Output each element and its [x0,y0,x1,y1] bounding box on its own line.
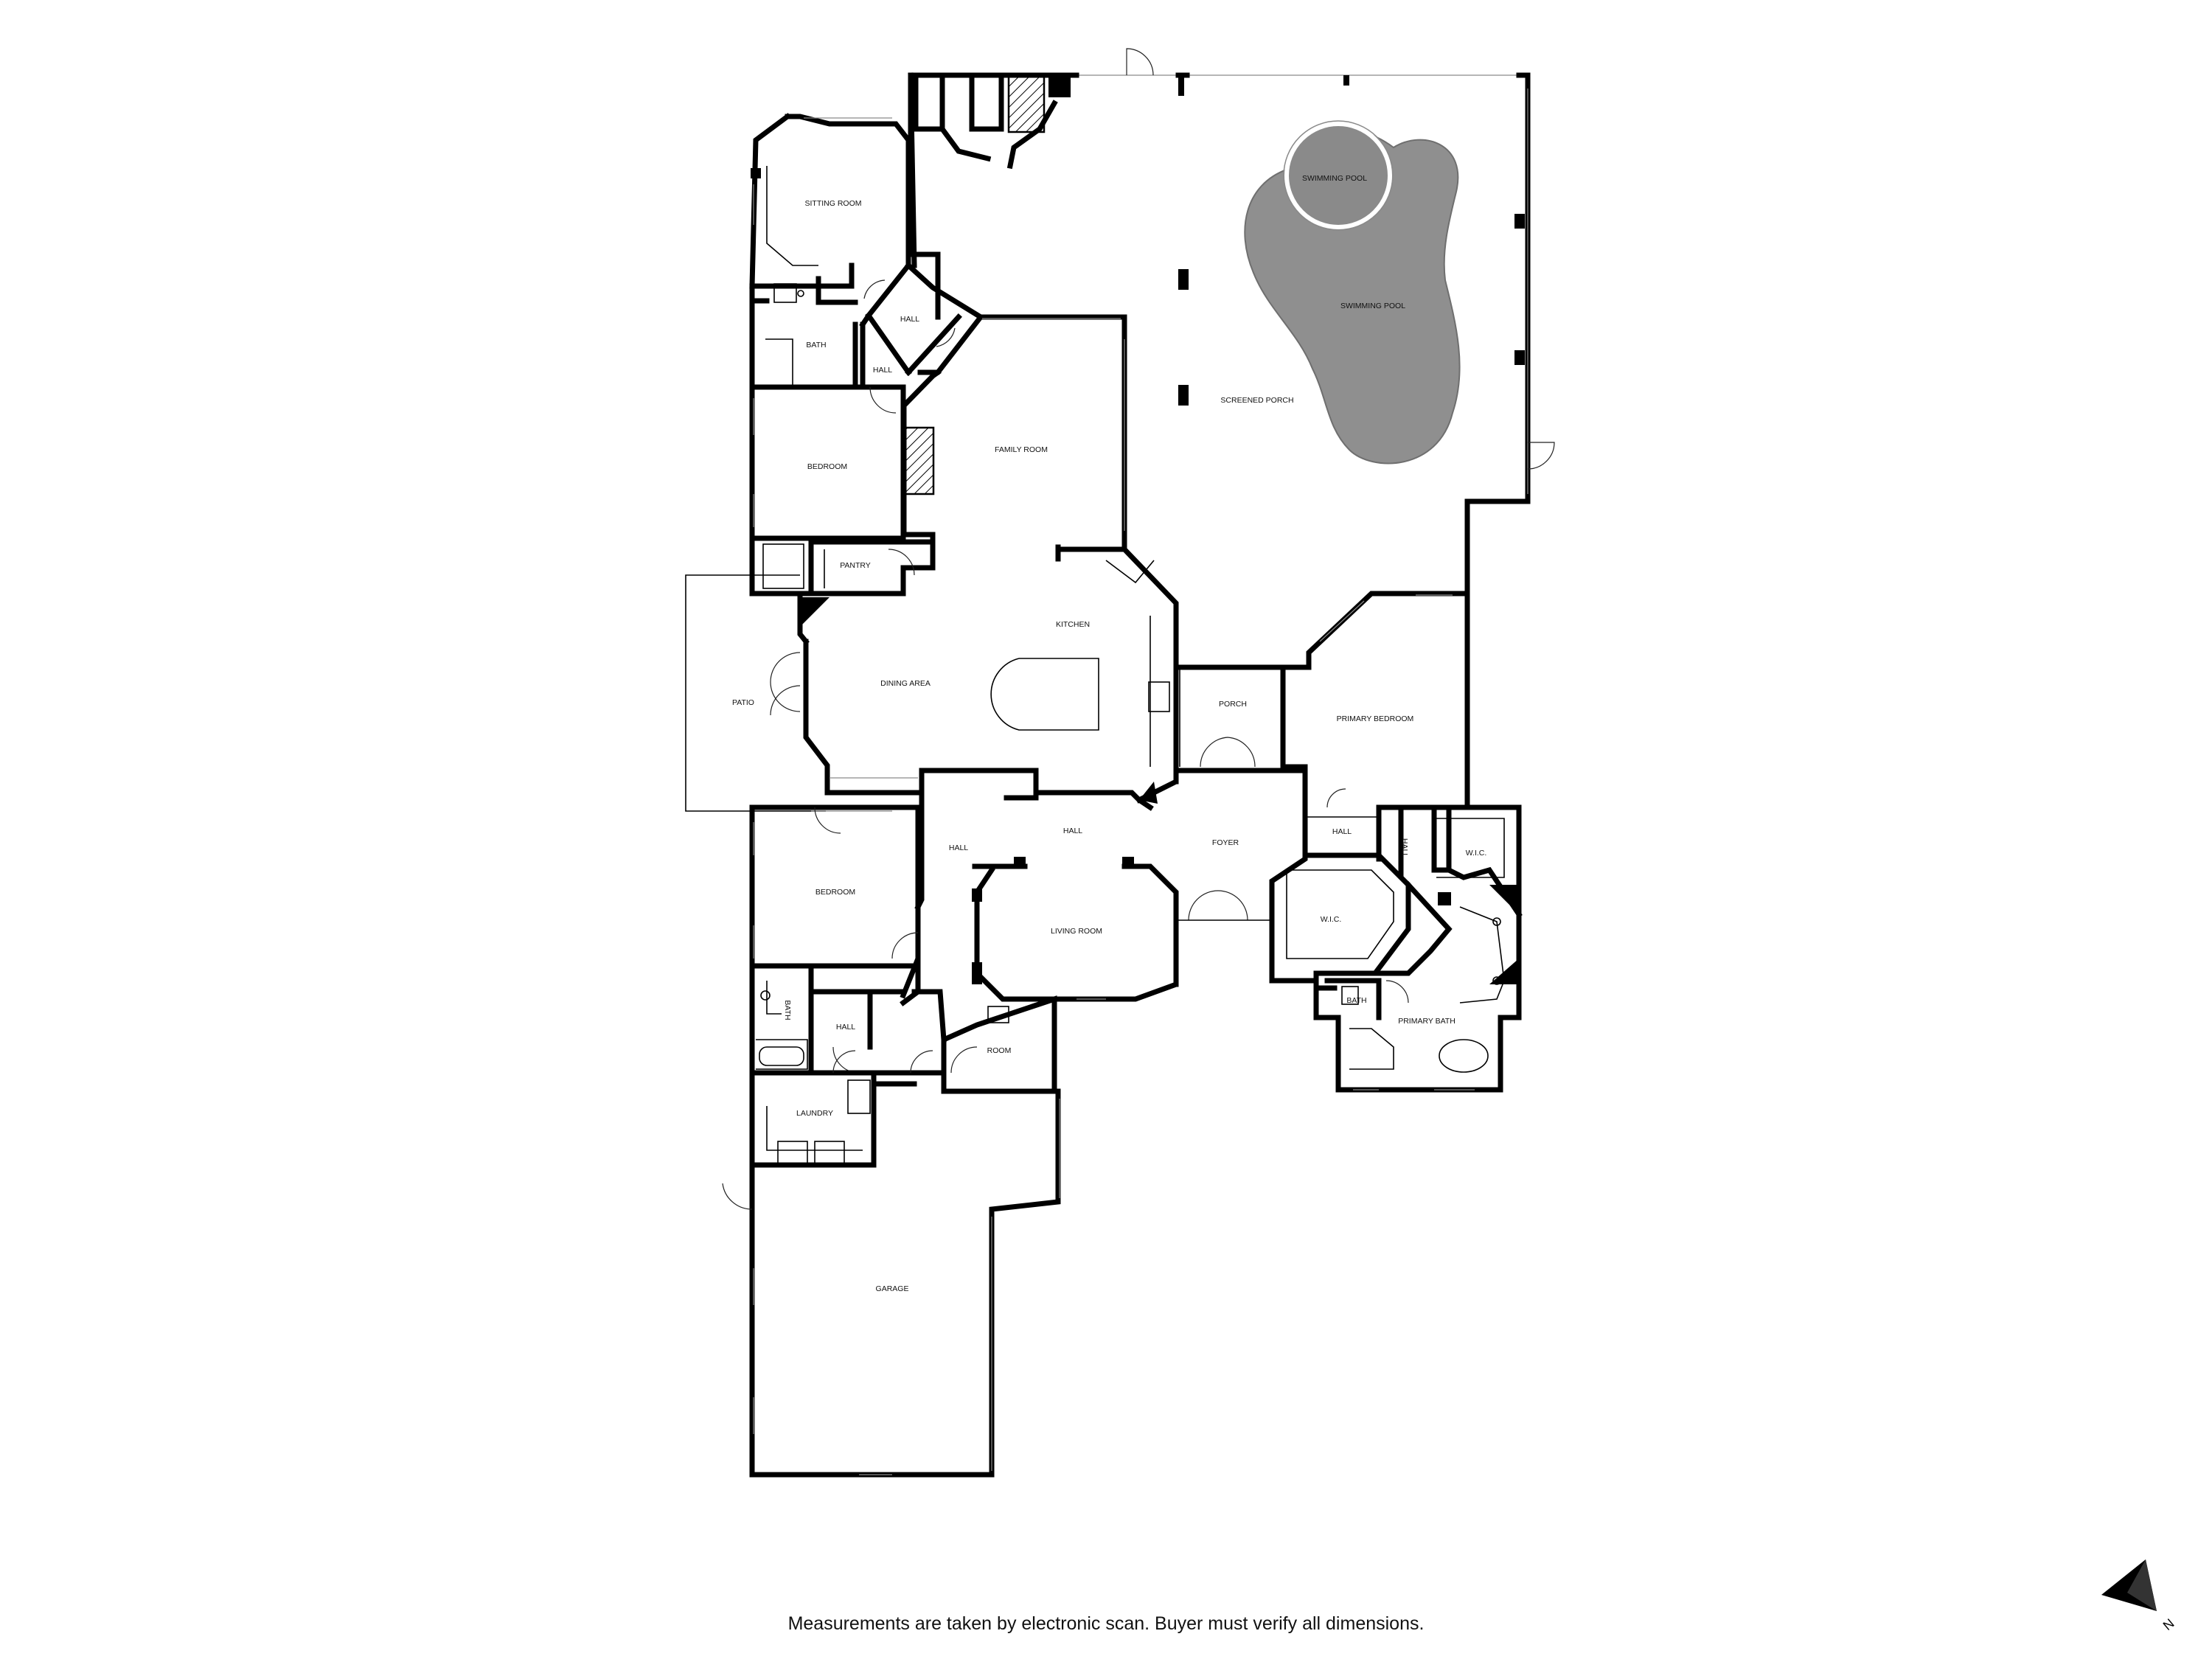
hall-vertical-label: HALL [1400,838,1409,858]
bedroom-bottom-label: BEDROOM [815,888,855,897]
garage-area: GARAGE [722,1081,1061,1478]
top-left-wing: SITTING ROOM HALL BATH HALL BEDROOM [749,72,1079,541]
spa-circle [1284,122,1392,229]
garage-label: GARAGE [876,1284,909,1293]
foyer-label: FOYER [1212,838,1239,847]
compass-label: N [2160,1615,2177,1633]
screened-porch-area: SCREENED PORCH SWIMMING POOL SWIMMING PO… [908,48,1555,597]
primary-bath-area: BATH PRIMARY BATH [1313,866,1523,1093]
foyer-and-halls: HALL HALL W.I.C. W.I.C. FOYER LIVING ROO… [900,768,1522,1006]
primary-bedroom-label: PRIMARY BEDROOM [1337,714,1414,723]
disclaimer-text: Measurements are taken by electronic sca… [787,1613,1425,1634]
screened-porch-label: SCREENED PORCH [1220,396,1293,405]
patio-label: PATIO [732,698,754,707]
bedroom-top-label: BEDROOM [807,462,847,471]
primary-bath-label: PRIMARY BATH [1398,1017,1455,1026]
hall-center-label: HALL [1063,827,1082,835]
north-arrow-icon: N [2101,1559,2177,1633]
wic-left-label: W.I.C. [1321,915,1342,924]
bathtub-shape [1439,1039,1489,1073]
hall-small-label: HALL [873,366,892,375]
room-label: ROOM [987,1046,1012,1055]
hall-lower-label: HALL [836,1023,855,1032]
hall-left-label: HALL [949,844,968,852]
wic-right-label: W.I.C. [1466,849,1487,858]
bath-top-label: BATH [806,341,826,349]
swimming-pool-label: SWIMMING POOL [1340,302,1405,310]
laundry-label: LAUNDRY [796,1109,833,1118]
hall-top-label: HALL [900,315,919,324]
hall-right-label: HALL [1332,827,1352,836]
sitting-room-label: SITTING ROOM [805,199,862,208]
kitchen-label: KITCHEN [1056,620,1090,629]
central-living-area: FAMILY ROOM PANTRY KITCHEN DINING AREA P… [685,314,1179,911]
bath-left-label: BATH [783,1000,792,1020]
pantry-label: PANTRY [840,561,871,570]
primary-suite: PORCH PRIMARY BEDROOM [1177,591,1470,810]
living-room-label: LIVING ROOM [1051,927,1102,936]
spa-label: SWIMMING POOL [1302,174,1367,183]
swimming-pool-shape [1244,128,1461,465]
dining-area-label: DINING AREA [880,679,931,688]
bath-right-label: BATH [1346,996,1366,1005]
porch-label: PORCH [1219,700,1247,709]
family-room-label: FAMILY ROOM [995,445,1048,454]
bottom-left-wing: BEDROOM BATH HALL LAUNDRY ROOM [749,804,1057,1168]
